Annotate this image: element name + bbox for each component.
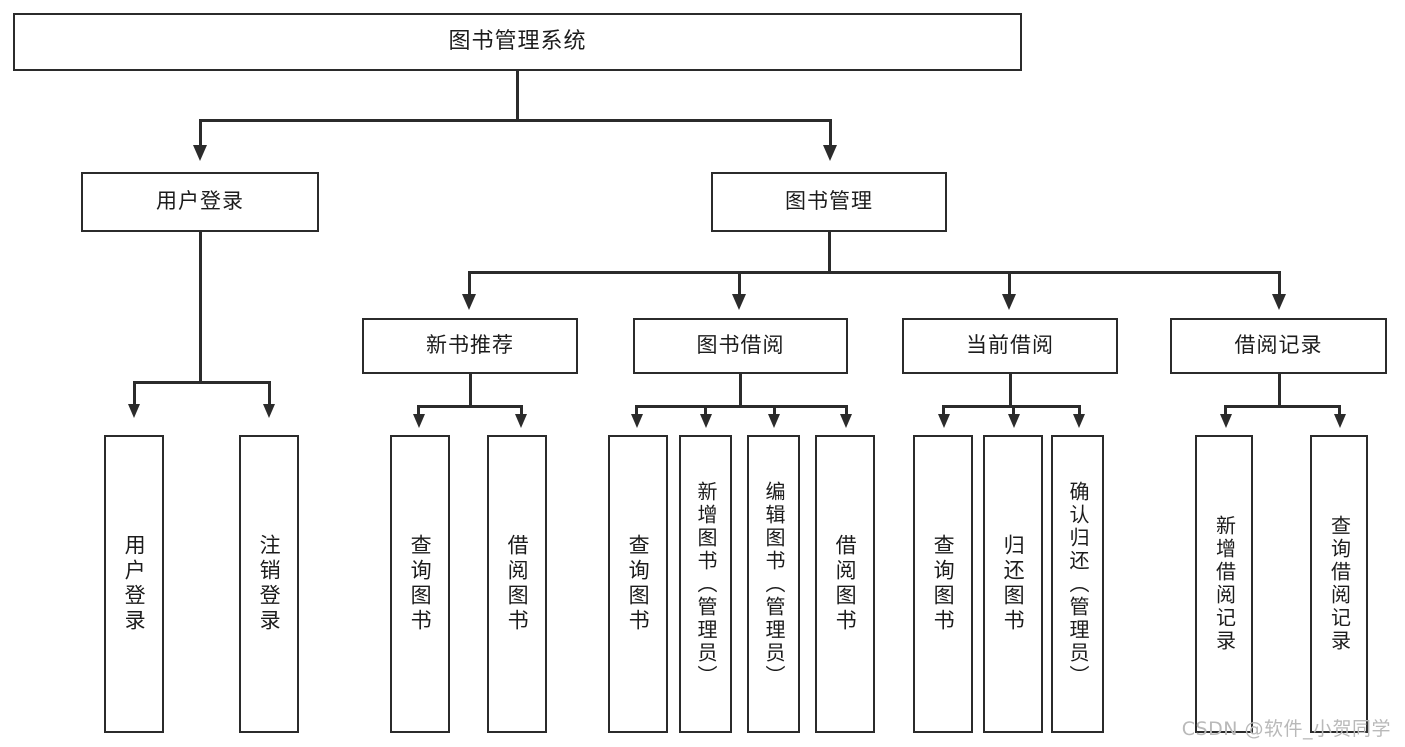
- connector-book-borrow-bus: [635, 405, 847, 408]
- arrow-to-leaf-query-record: [1334, 414, 1346, 428]
- connector-current-borrow-bus: [942, 405, 1080, 408]
- connector-book-borrow-drop-3: [773, 405, 776, 417]
- node-user-login[interactable]: 用户登录: [81, 172, 319, 232]
- arrow-to-user-login: [193, 145, 207, 161]
- node-leaf-user-login[interactable]: 用户登录: [104, 435, 164, 733]
- arrow-to-leaf-query-book-3: [938, 414, 950, 428]
- connector-to-current-borrow: [1008, 271, 1011, 298]
- connector-new-book-stem: [469, 374, 472, 407]
- node-borrow-record[interactable]: 借阅记录: [1170, 318, 1387, 374]
- connector-user-login-drop-1: [133, 381, 136, 408]
- arrow-to-leaf-user-login: [128, 404, 140, 418]
- connector-user-login-stem: [199, 232, 202, 383]
- connector-book-borrow-drop-1: [635, 405, 638, 417]
- connector-new-book-drop-2: [520, 405, 523, 417]
- connector-user-login-drop-2: [268, 381, 271, 408]
- connector-new-book-drop-1: [417, 405, 420, 417]
- connector-current-borrow-drop-2: [1012, 405, 1015, 417]
- node-leaf-query-record[interactable]: 查询借阅记录: [1310, 435, 1368, 733]
- arrow-to-leaf-query-book-1: [413, 414, 425, 428]
- node-leaf-return-book[interactable]: 归还图书: [983, 435, 1043, 733]
- node-leaf-confirm-return[interactable]: 确认归还（管理员）: [1051, 435, 1104, 733]
- arrow-to-leaf-borrow-book-1: [515, 414, 527, 428]
- connector-to-new-book-recommend: [468, 271, 471, 298]
- node-root[interactable]: 图书管理系统: [13, 13, 1022, 71]
- node-leaf-borrow-book-1[interactable]: 借阅图书: [487, 435, 547, 733]
- connector-root-stem: [516, 71, 519, 121]
- arrow-to-book-manage: [823, 145, 837, 161]
- connector-book-manage-bus: [468, 271, 1280, 274]
- connector-borrow-record-bus: [1224, 405, 1340, 408]
- connector-current-borrow-stem: [1009, 374, 1012, 407]
- node-leaf-add-book[interactable]: 新增图书（管理员）: [679, 435, 732, 733]
- connector-borrow-record-drop-1: [1224, 405, 1227, 417]
- arrow-to-leaf-return-book: [1008, 414, 1020, 428]
- connector-current-borrow-drop-1: [942, 405, 945, 417]
- connector-borrow-record-drop-2: [1338, 405, 1341, 417]
- arrow-to-leaf-edit-book: [768, 414, 780, 428]
- connector-user-login-bus: [133, 381, 270, 384]
- arrow-to-leaf-confirm-return: [1073, 414, 1085, 428]
- node-leaf-add-record[interactable]: 新增借阅记录: [1195, 435, 1253, 733]
- arrow-to-borrow-record: [1272, 294, 1286, 310]
- node-leaf-borrow-book-2[interactable]: 借阅图书: [815, 435, 875, 733]
- connector-root-to-user-login: [199, 119, 202, 149]
- connector-new-book-bus: [417, 405, 522, 408]
- arrow-to-leaf-borrow-book-2: [840, 414, 852, 428]
- connector-book-manage-stem: [828, 232, 831, 273]
- connector-root-bus: [199, 119, 832, 122]
- connector-to-borrow-record: [1278, 271, 1281, 298]
- connector-borrow-record-stem: [1278, 374, 1281, 407]
- arrow-to-leaf-add-book: [700, 414, 712, 428]
- node-leaf-query-book-2[interactable]: 查询图书: [608, 435, 668, 733]
- node-leaf-query-book-1[interactable]: 查询图书: [390, 435, 450, 733]
- node-leaf-user-logout[interactable]: 注销登录: [239, 435, 299, 733]
- connector-book-borrow-drop-4: [845, 405, 848, 417]
- connector-book-borrow-drop-2: [704, 405, 707, 417]
- connector-current-borrow-drop-3: [1078, 405, 1081, 417]
- arrow-to-current-borrow: [1002, 294, 1016, 310]
- arrow-to-new-book-recommend: [462, 294, 476, 310]
- node-leaf-query-book-3[interactable]: 查询图书: [913, 435, 973, 733]
- arrow-to-leaf-query-book-2: [631, 414, 643, 428]
- connector-to-book-borrow: [738, 271, 741, 298]
- arrow-to-leaf-user-logout: [263, 404, 275, 418]
- arrow-to-leaf-add-record: [1220, 414, 1232, 428]
- node-book-manage[interactable]: 图书管理: [711, 172, 947, 232]
- node-leaf-edit-book[interactable]: 编辑图书（管理员）: [747, 435, 800, 733]
- node-current-borrow[interactable]: 当前借阅: [902, 318, 1118, 374]
- connector-root-to-book-manage: [829, 119, 832, 149]
- arrow-to-book-borrow: [732, 294, 746, 310]
- connector-book-borrow-stem: [739, 374, 742, 407]
- node-new-book-recommend[interactable]: 新书推荐: [362, 318, 578, 374]
- node-book-borrow[interactable]: 图书借阅: [633, 318, 848, 374]
